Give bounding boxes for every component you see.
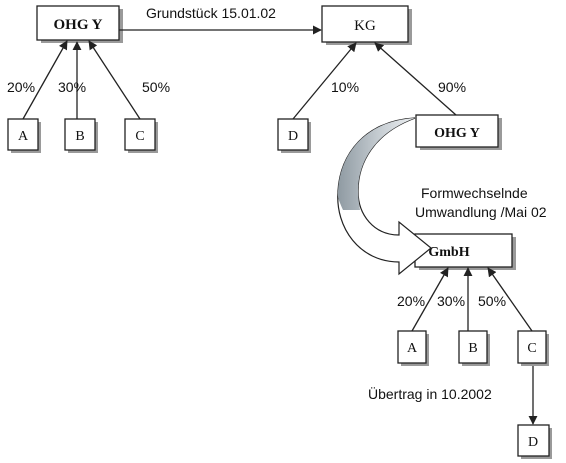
pct-ohg-kg: 90% [438, 79, 466, 95]
ohg-y-top-label: OHG Y [53, 17, 102, 33]
c-bottom-label: C [527, 341, 536, 356]
pct-d-kg: 10% [331, 79, 359, 95]
pct-c-gmbh: 50% [478, 293, 506, 309]
node-b-bottom: B [458, 330, 490, 366]
formwechsel-line-2: Umwandlung /Mai 02 [415, 204, 547, 220]
pct-a-gmbh: 20% [397, 293, 425, 309]
node-ohg-y-right: OHG Y [415, 114, 502, 150]
node-c-bottom: C [517, 330, 549, 366]
b-left-label: B [75, 129, 84, 144]
node-ohg-y-top: OHG Y [36, 5, 123, 43]
a-bottom-label: A [407, 341, 418, 356]
pct-b-left: 30% [58, 79, 86, 95]
gmbh-label: GmbH [428, 245, 469, 260]
node-d-mid: D [277, 118, 311, 153]
ownership-arrow-d-kg [292, 42, 357, 120]
d-bottom-label: D [528, 435, 538, 450]
b-bottom-label: B [468, 341, 477, 356]
node-c-left: C [124, 118, 158, 153]
ownership-arrow-a-left [22, 40, 68, 120]
ownership-arrow-ohg-kg [374, 42, 457, 116]
pct-a-left: 20% [7, 79, 35, 95]
ownership-arrow-c-left [88, 40, 141, 120]
c-left-label: C [135, 129, 144, 144]
conversion-arrow-shading [337, 118, 415, 210]
ownership-arrow-a-gmbh [411, 267, 449, 332]
d-mid-label: D [288, 129, 298, 144]
ohg-y-right-label: OHG Y [434, 126, 480, 141]
a-left-label: A [18, 129, 29, 144]
node-d-bottom: D [517, 424, 552, 459]
uebertrag-label: Übertrag in 10.2002 [368, 385, 492, 402]
pct-c-left: 50% [142, 79, 170, 95]
grundstueck-label: Grundstück 15.01.02 [146, 5, 276, 21]
ownership-arrow-c-gmbh [487, 267, 533, 332]
formwechsel-line-1: Formwechselnde [421, 185, 528, 201]
node-a-left: A [7, 118, 41, 153]
node-b-left: B [64, 118, 98, 153]
pct-b-gmbh: 30% [437, 293, 465, 309]
node-a-bottom: A [397, 330, 429, 366]
kg-label: KG [354, 18, 376, 34]
node-kg: KG [321, 5, 412, 45]
node-gmbh: GmbH [414, 233, 516, 270]
